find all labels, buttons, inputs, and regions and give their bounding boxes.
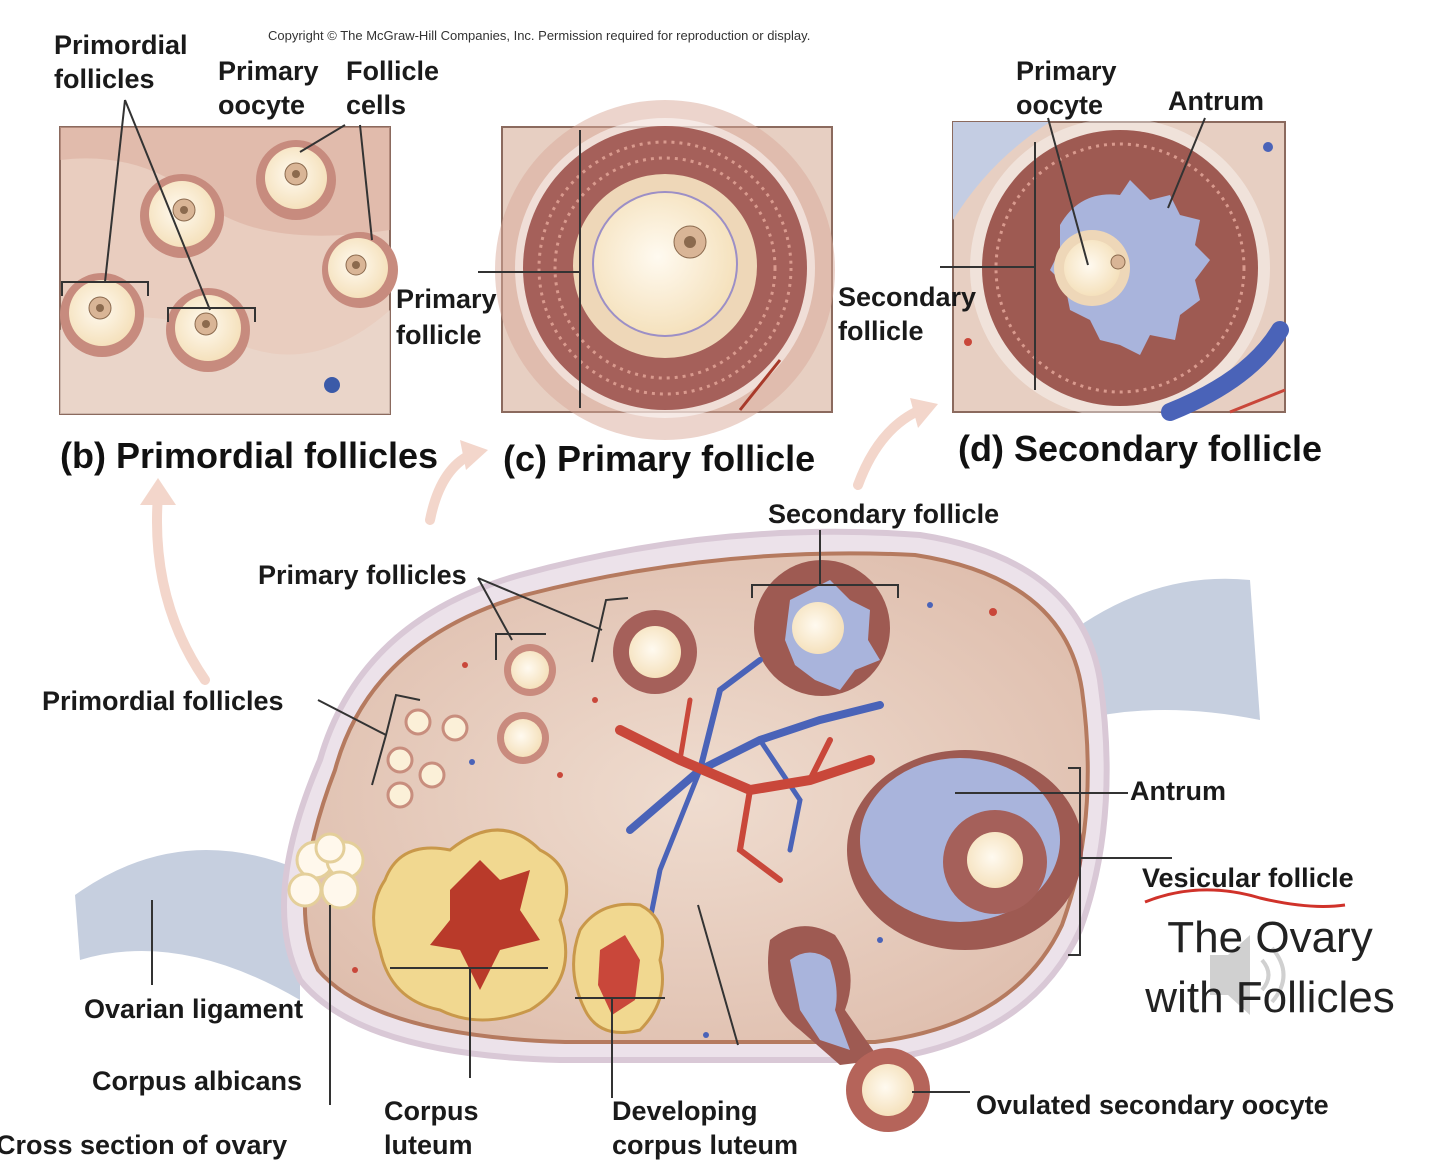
- primordial-follicle: [256, 140, 336, 220]
- label-luteum: luteum: [384, 1130, 473, 1160]
- label-oocyte-d: oocyte: [1016, 90, 1104, 120]
- label-oocyte: oocyte: [218, 90, 306, 120]
- ovulated-oocyte: [846, 1048, 930, 1132]
- vesicular-follicle: [847, 750, 1083, 950]
- label-corpus-albicans: Corpus albicans: [92, 1066, 303, 1096]
- caption-line-2: with Follicles: [1145, 973, 1395, 1022]
- corpus-luteum: [372, 828, 569, 1022]
- label-follicle: Follicle: [346, 56, 440, 86]
- panel-d-image: [940, 117, 1289, 421]
- ovary-leader-lines: [151, 530, 1172, 1105]
- primordial-cluster: [386, 708, 469, 809]
- caption-line-1: The Ovary: [1167, 913, 1373, 962]
- label-developing: Developing: [612, 1096, 758, 1126]
- panel-b-title: (b) Primordial follicles: [60, 435, 439, 476]
- primordial-follicle: [140, 174, 224, 258]
- label-antrum-d: Antrum: [1168, 86, 1264, 116]
- secondary-follicle-ovary: [754, 560, 890, 696]
- label-follicles: follicles: [54, 64, 155, 94]
- rupturing-follicle: [768, 926, 880, 1065]
- panel-c-image: [478, 100, 835, 440]
- label-primordial-follicles: Primordial follicles: [42, 686, 284, 716]
- label-primary-follicles: Primary follicles: [258, 560, 467, 590]
- label-primary-d: Primary: [1016, 56, 1117, 86]
- panel-d-title: (d) Secondary follicle: [958, 428, 1323, 469]
- developing-corpus-luteum: [572, 902, 664, 1034]
- stroma-dots: [352, 608, 997, 973]
- label-primary-c: Primary: [396, 284, 497, 314]
- primordial-follicle: [60, 273, 144, 357]
- primary-follicles: [497, 610, 697, 764]
- label-corpus: Corpus: [384, 1096, 479, 1126]
- arrow-heads: [140, 398, 938, 505]
- label-corpus-luteum-2: corpus luteum: [612, 1130, 799, 1160]
- label-primary: Primary: [218, 56, 319, 86]
- label-follicle-d: follicle: [838, 316, 924, 346]
- label-primordial: Primordial: [54, 30, 188, 60]
- panel-c-title: (c) Primary follicle: [503, 438, 816, 479]
- label-ovulated-oocyte: Ovulated secondary oocyte: [976, 1090, 1329, 1120]
- label-cross-section: Cross section of ovary: [0, 1130, 288, 1160]
- speaker-icon: [1210, 935, 1286, 1015]
- copyright-notice: Copyright © The McGraw-Hill Companies, I…: [268, 28, 811, 43]
- blood-vessels: [615, 657, 884, 923]
- label-secondary-follicle: Secondary follicle: [768, 499, 1000, 529]
- corpus-albicans: [287, 832, 365, 910]
- label-ovarian-ligament: Ovarian ligament: [84, 994, 304, 1024]
- ovary-cross-section: [75, 528, 1260, 1132]
- primordial-follicle: [166, 288, 250, 372]
- label-antrum: Antrum: [1130, 776, 1226, 806]
- label-cells: cells: [346, 90, 407, 120]
- label-vesicular-follicle: Vesicular follicle: [1142, 863, 1354, 893]
- panel-b-image: [59, 99, 398, 415]
- label-follicle-c: follicle: [396, 320, 482, 350]
- label-secondary-d: Secondary: [838, 282, 977, 312]
- primordial-follicle: [322, 232, 398, 308]
- red-underline: [1144, 888, 1346, 908]
